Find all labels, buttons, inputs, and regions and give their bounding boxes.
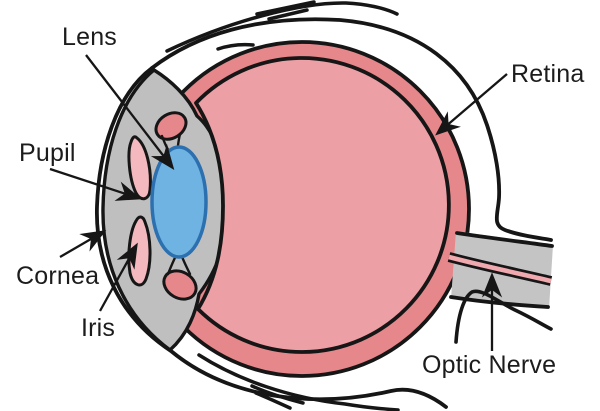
- ciliary-body-lower: [162, 269, 198, 301]
- muscle-hash-marks: [165, 0, 400, 411]
- cornea-label: Cornea: [16, 262, 100, 290]
- lens-label: Lens: [62, 23, 118, 51]
- label-arrows: [49, 54, 508, 351]
- ciliary-body-upper: [154, 111, 188, 141]
- retinal-vessel: [448, 254, 552, 284]
- retina-arrow: [435, 73, 508, 136]
- pupil-label: Pupil: [19, 139, 76, 167]
- iris-arrow: [98, 242, 138, 312]
- lens-shape: [150, 145, 208, 259]
- optic-nerve-label: Optic Nerve: [422, 351, 557, 379]
- lens-arrow: [85, 54, 175, 171]
- iris-label: Iris: [81, 314, 116, 342]
- pupil-arrow: [49, 167, 142, 201]
- optic-nerve-top-edge: [455, 231, 554, 248]
- cornea-arrow: [59, 230, 107, 258]
- sclera-outer-contour-top: [150, 17, 553, 242]
- retina-label: Retina: [511, 60, 585, 88]
- vitreous-body: [194, 56, 451, 354]
- cornea-outline: [95, 66, 448, 409]
